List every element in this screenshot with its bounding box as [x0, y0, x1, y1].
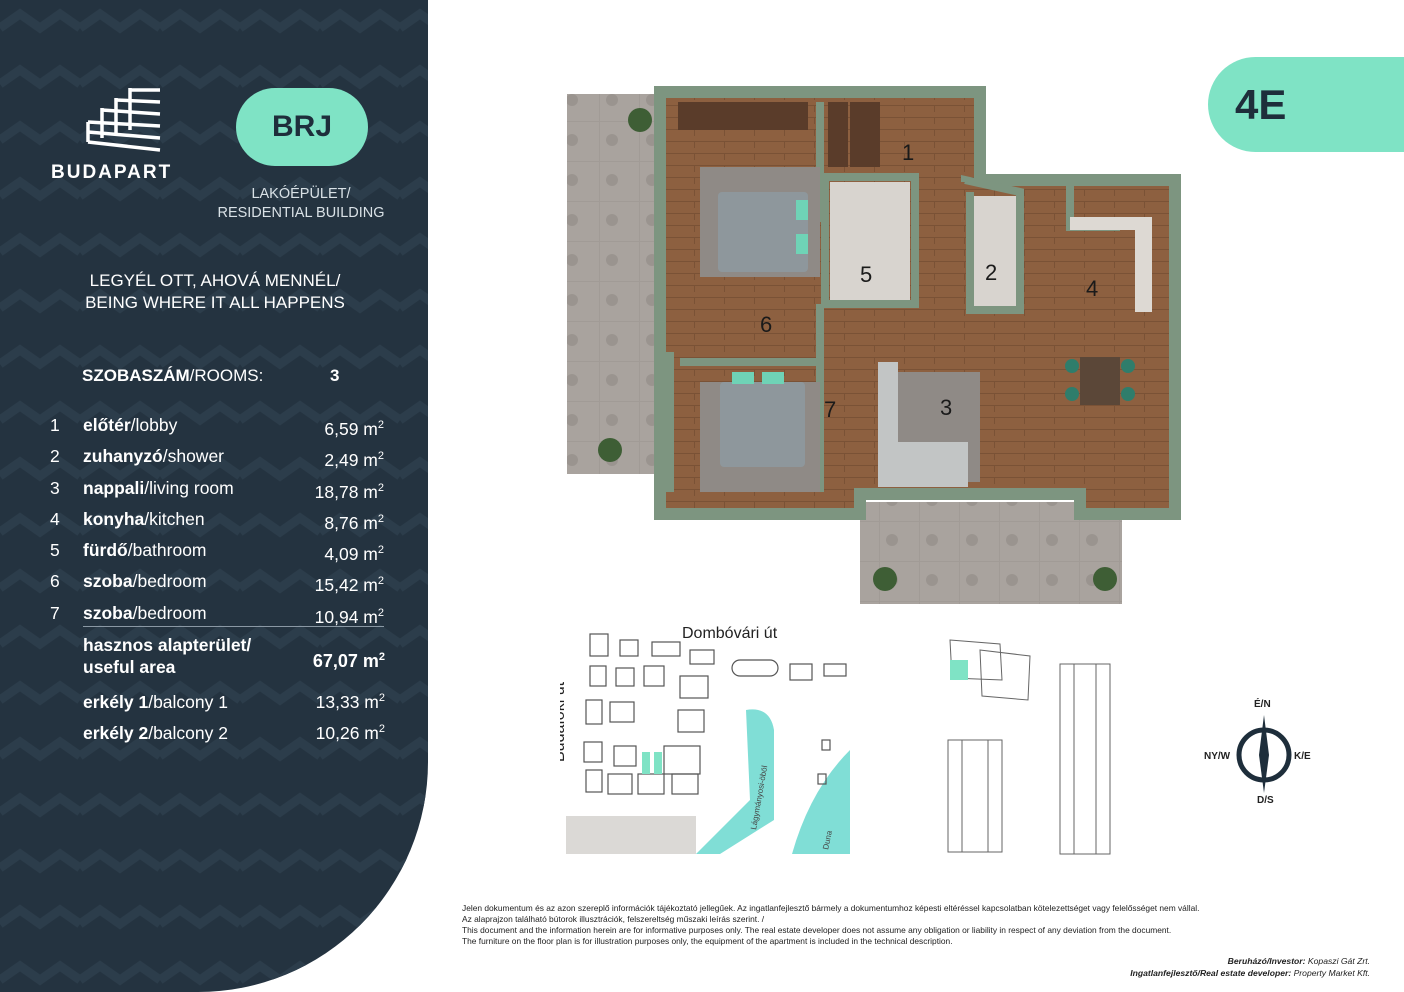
compass-east: K/E [1294, 751, 1311, 762]
balcony-row: erkély 2/balcony 2 10,26 m2 [83, 723, 385, 744]
kitchen-counter [1070, 217, 1152, 312]
room-label: 5 [860, 262, 872, 287]
room-row: 1 előtér/lobby 6,59 m2 [50, 412, 386, 443]
room-area: 10,94 m2 [314, 606, 384, 627]
building-type: LAKÓÉPÜLET/ RESIDENTIAL BUILDING [206, 185, 396, 223]
room-name: fürdő/bathroom [83, 540, 207, 561]
balcony-name-hu: erkély 1 [83, 692, 149, 712]
plant-icon [628, 108, 652, 132]
useful-area-row: hasznos alapterület/ useful area 67,07 m… [83, 634, 385, 678]
river-name: Duna [821, 829, 834, 850]
compass: É/N NY/W K/E D/S [1200, 695, 1320, 810]
building-site-plan [947, 639, 1111, 855]
project-code-badge: BRJ [236, 88, 368, 166]
dining-table-icon [1080, 357, 1120, 405]
shower-floor [974, 196, 1016, 306]
room-number: 7 [50, 602, 60, 623]
room-number: 3 [50, 477, 60, 498]
building-type-en: RESIDENTIAL BUILDING [217, 205, 385, 221]
room-name: konyha/kitchen [83, 508, 205, 529]
brand-name: BUDAPART [51, 162, 173, 183]
rooms-label-bold: SZOBASZÁM [82, 366, 190, 385]
room-name: nappali/living room [83, 477, 234, 498]
room-number: 1 [50, 415, 60, 435]
room-label: 4 [1086, 276, 1098, 301]
lake-shape [696, 709, 774, 854]
compass-south: D/S [1257, 795, 1274, 806]
info-panel: BUDAPART BRJ LAKÓÉPÜLET/ RESIDENTIAL BUI… [0, 0, 428, 992]
room-number: 4 [50, 508, 60, 529]
compass-needle-icon [1236, 715, 1292, 793]
room-name: szoba/bedroom [83, 602, 207, 623]
rooms-label: /ROOMS: [189, 366, 264, 385]
room-name: zuhanyzó/shower [83, 446, 225, 467]
room-number: 6 [50, 571, 60, 592]
useful-area-label-1: hasznos alapterület/ [83, 635, 252, 655]
room-row: 2 zuhanyzó/shower 2,49 m2 [50, 443, 386, 474]
divider [83, 626, 384, 627]
useful-area-label-2: useful area [83, 657, 176, 677]
room-area: 15,42 m2 [314, 575, 384, 596]
slogan: LEGYÉL OTT, AHOVÁ MENNÉL/ BEING WHERE IT… [30, 270, 400, 314]
floor-plan: 1 2 3 4 5 6 7 [567, 86, 1181, 604]
balcony-name-en: /balcony 1 [148, 692, 228, 712]
room-row: 4 konyha/kitchen 8,76 m2 [50, 506, 386, 537]
compass-west: NY/W [1204, 751, 1231, 762]
wardrobe [678, 102, 808, 130]
room-row: 7 szoba/bedroom 10,94 m2 [50, 600, 386, 631]
balcony-area: 10,26 m2 [315, 723, 385, 743]
bed-icon [718, 192, 808, 272]
balcony-name-en: /balcony 2 [148, 723, 228, 743]
wave-pattern-background [0, 0, 428, 992]
useful-area-value: 67,07 m2 [312, 651, 385, 671]
room-number: 5 [50, 540, 60, 561]
room-area: 18,78 m2 [314, 481, 384, 502]
plant-icon [1093, 567, 1117, 591]
room-label: 7 [824, 397, 836, 422]
street-name: Budafoki út [560, 681, 568, 762]
balcony-row: erkély 1/balcony 1 13,33 m2 [83, 692, 385, 713]
apartment-location-marker [950, 660, 968, 680]
building-type-hu: LAKÓÉPÜLET/ [251, 186, 351, 202]
bathroom-floor [830, 182, 910, 300]
bed-icon [720, 382, 805, 467]
compass-north: É/N [1254, 699, 1271, 710]
room-label: 1 [902, 140, 914, 165]
slogan-en: BEING WHERE IT ALL HAPPENS [85, 293, 345, 312]
room-list: 1 előtér/lobby 6,59 m2 2 zuhanyzó/shower… [50, 412, 386, 631]
building-location-marker [642, 752, 650, 774]
rooms-count: 3 [330, 366, 340, 385]
site-map: Dombóvári út Budafoki út Lágymányosi-öbö… [560, 625, 850, 854]
budapart-logo-icon [86, 88, 161, 152]
unit-id-badge: 4E [1208, 57, 1404, 152]
credits: Beruházó/Investor: Kopaszi Gát Zrt. Inga… [1130, 956, 1370, 978]
river-shape [792, 750, 850, 854]
room-name: szoba/bedroom [83, 571, 207, 592]
room-label: 2 [985, 260, 997, 285]
balcony-name-hu: erkély 2 [83, 723, 149, 743]
room-area: 2,49 m2 [324, 450, 384, 471]
balcony-1 [567, 94, 667, 474]
disclaimer: Jelen dokumentum és az azon szereplő inf… [462, 903, 1200, 946]
room-area: 8,76 m2 [324, 512, 384, 533]
room-row: 5 fürdő/bathroom 4,09 m2 [50, 537, 386, 568]
room-area: 6,59 m2 [324, 419, 384, 439]
rooms-count-row: SZOBASZÁM/ROOMS: 3 [82, 366, 382, 386]
room-row: 3 nappali/living room 18,78 m2 [50, 475, 386, 506]
room-area: 4,09 m2 [324, 544, 384, 565]
street-name: Dombóvári út [682, 625, 778, 642]
sofa-icon [878, 362, 968, 487]
room-label: 6 [760, 312, 772, 337]
room-name: előtér/lobby [83, 415, 178, 435]
plant-icon [873, 567, 897, 591]
room-label: 3 [940, 395, 952, 420]
balcony-area: 13,33 m2 [315, 692, 385, 712]
wardrobe [850, 102, 880, 167]
plant-icon [598, 438, 622, 462]
slogan-hu: LEGYÉL OTT, AHOVÁ MENNÉL/ [89, 271, 341, 290]
wardrobe [828, 102, 848, 167]
room-row: 6 szoba/bedroom 15,42 m2 [50, 568, 386, 599]
room-number: 2 [50, 446, 60, 467]
